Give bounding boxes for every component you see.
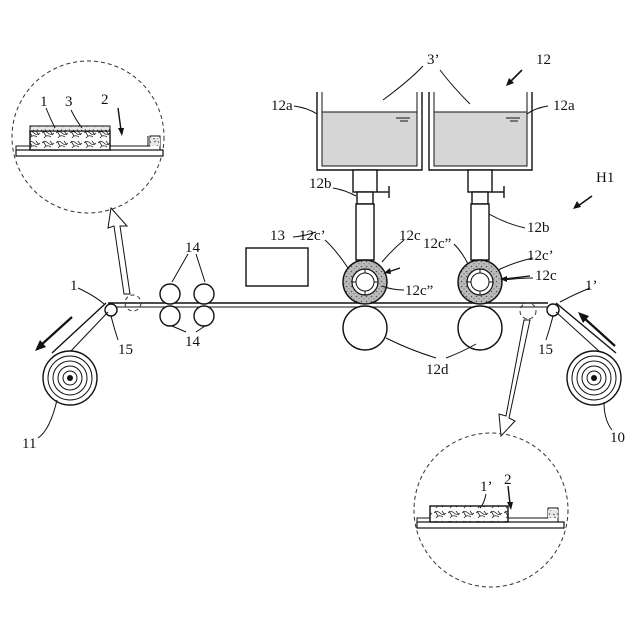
label-12b-right: 12b (527, 220, 550, 236)
arrow-right-incoming (578, 312, 615, 346)
label-12a-left: 12a (271, 98, 293, 114)
feed-pipe-right (468, 170, 504, 260)
label-1-prime: 1’ (585, 278, 598, 294)
backup-roller-left (343, 306, 387, 350)
callout-arrow-right (499, 320, 530, 436)
coating-roller-right (458, 260, 502, 304)
label-12c-prime-left: 12c’ (299, 228, 326, 244)
label-1: 1 (70, 278, 78, 294)
take-up-roll-11 (43, 351, 97, 405)
label-12d: 12d (426, 362, 449, 378)
guide-roller-left (105, 304, 117, 316)
coating-roller-left (343, 260, 387, 304)
label-12c-dblprime-left: 12c” (405, 283, 433, 299)
detail-marker-right (520, 303, 536, 319)
guide-roller-right (547, 304, 559, 316)
backup-roller-right (458, 306, 502, 350)
label-12c-top: 12c (399, 228, 421, 244)
tank-right (429, 92, 532, 170)
label-12a-right: 12a (553, 98, 575, 114)
unit-box-13 (246, 248, 308, 286)
inset-left-label-2: 2 (101, 92, 109, 108)
label-H1: H1 (596, 170, 614, 186)
label-12c-dblprime-right: 12c” (423, 236, 451, 252)
label-12b-left: 12b (309, 176, 332, 192)
detail-inset-right (414, 433, 568, 587)
inset-right-label-1-prime: 1’ (480, 479, 493, 495)
label-15-right: 15 (538, 342, 553, 358)
label-3-prime: 3’ (427, 52, 440, 68)
coating-liquid-right (434, 112, 527, 166)
arrow-left-outgoing (35, 317, 72, 351)
label-13: 13 (270, 228, 285, 244)
label-10: 10 (610, 430, 625, 446)
label-11: 11 (22, 436, 36, 452)
nip-rollers (160, 284, 214, 326)
supply-roll-10 (567, 351, 621, 405)
label-12c-prime-right: 12c’ (527, 248, 554, 264)
label-12: 12 (536, 52, 551, 68)
tank-left (317, 92, 422, 170)
label-14-top: 14 (185, 240, 201, 256)
inset-left-label-1: 1 (40, 94, 48, 110)
label-12c-right: 12c (535, 268, 557, 284)
inset-right-label-2: 2 (504, 472, 512, 488)
feed-pipe-left (353, 170, 389, 260)
detail-inset-left (12, 61, 164, 213)
label-14-bottom: 14 (185, 334, 201, 350)
callout-arrow-left (108, 208, 130, 294)
inset-left-label-3: 3 (65, 94, 73, 110)
coating-liquid-left (322, 112, 417, 166)
label-15-left: 15 (118, 342, 133, 358)
